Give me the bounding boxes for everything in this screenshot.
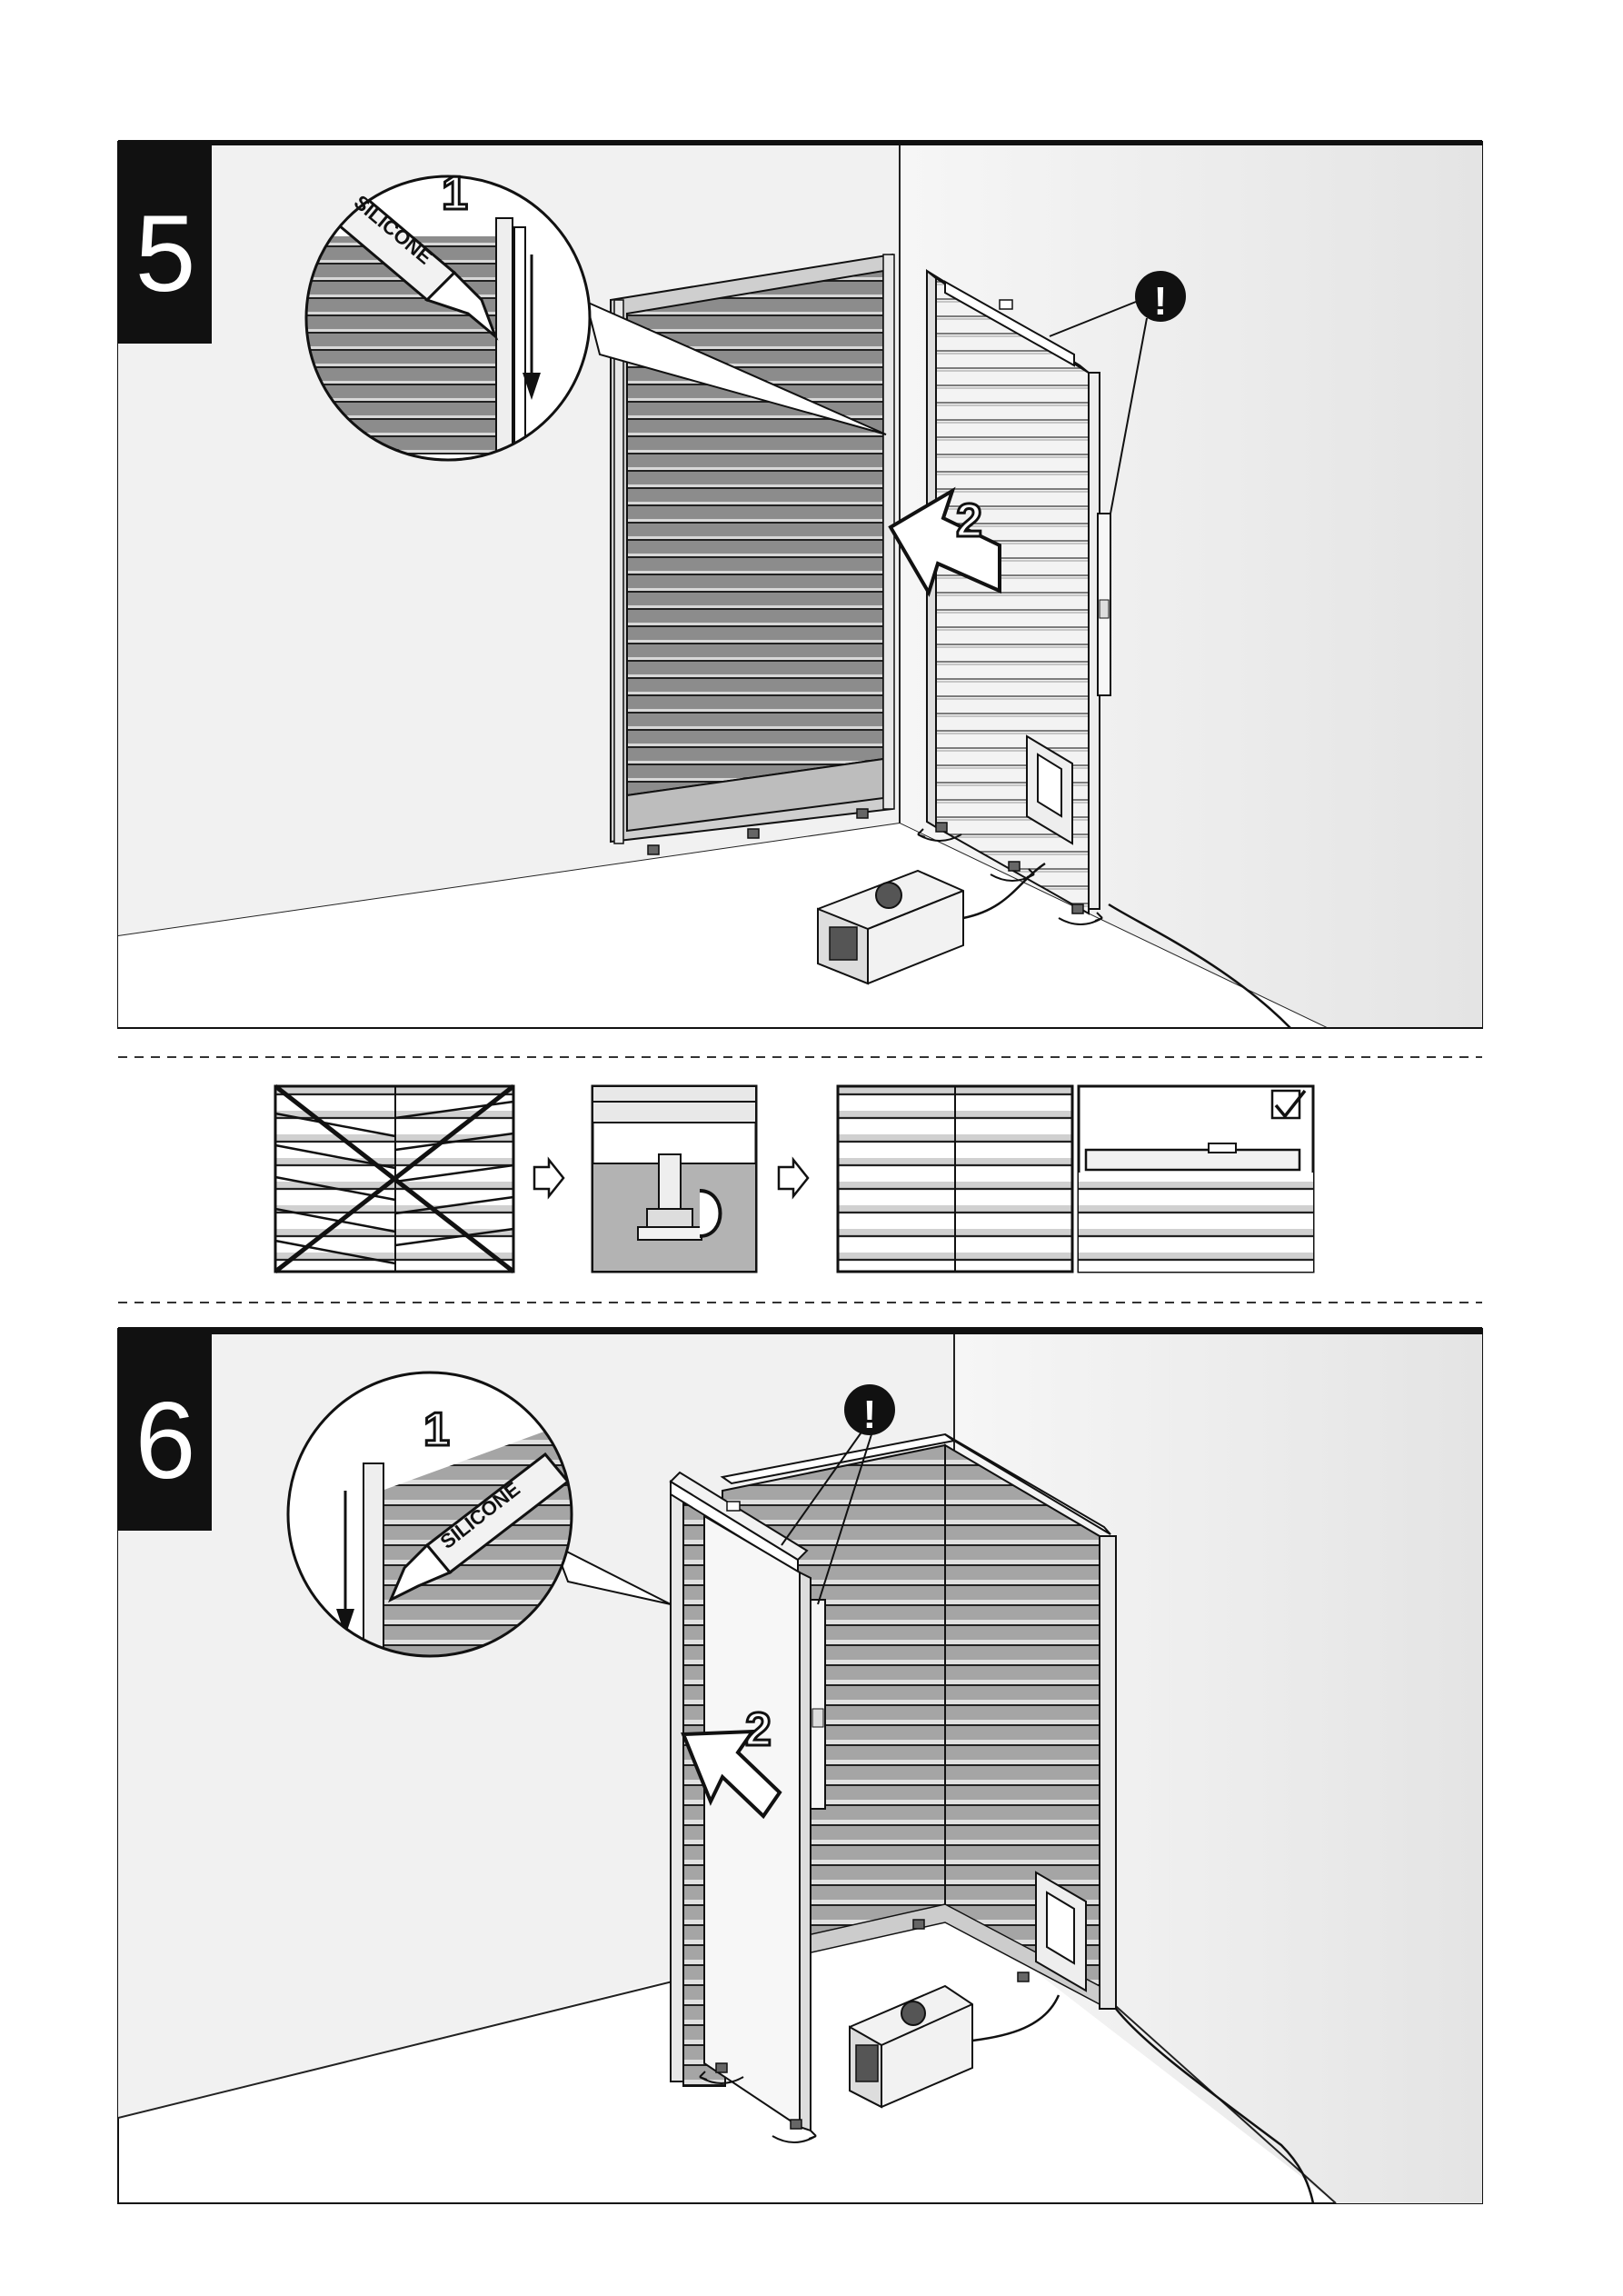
warning-icon: !	[781, 1384, 895, 1605]
slide-step-label-6: 2	[745, 1703, 772, 1756]
rotate-arrow-icon	[699, 1189, 722, 1238]
slide-step-label-5: 2	[956, 494, 982, 547]
rotate-arrow-icon	[699, 2071, 817, 2143]
installed-wall-panel-5	[610, 253, 895, 855]
step-5-panel: 2 !	[117, 140, 1483, 1029]
arrow-right-icon	[533, 1156, 565, 1200]
callout-step-label-6: 1	[423, 1403, 450, 1456]
step-number-badge-5: 5	[118, 142, 212, 344]
warning-icon: !	[1049, 271, 1186, 514]
checkbox-tick-icon	[1270, 1089, 1307, 1120]
thumb-level-check	[1077, 1084, 1315, 1273]
thumb-misaligned-slats	[274, 1084, 515, 1273]
sliding-wall-panel-5	[917, 268, 1111, 925]
dehumidifier-unit-6	[849, 1984, 1315, 2204]
thumb-adjust-foot	[591, 1084, 758, 1273]
level-check-strip	[274, 1084, 1315, 1273]
step-number-badge-6: 6	[118, 1329, 212, 1531]
thumb-aligned-slats	[836, 1084, 1074, 1273]
svg-text:!: !	[1154, 279, 1168, 324]
dehumidifier-unit-5	[817, 862, 1291, 1029]
slide-direction-arrow-5: 2	[888, 486, 1001, 597]
silicone-callout-6: SILICONE 1	[286, 1371, 672, 1658]
callout-step-label-5: 1	[442, 167, 468, 220]
spirit-level	[1084, 1148, 1301, 1172]
slide-direction-arrow-6: 2	[681, 1702, 782, 1820]
step-6-panel: 2 ! SILICONE 1	[117, 1327, 1483, 2204]
arrow-right-icon	[777, 1156, 810, 1200]
sliding-wall-panel-6	[669, 1471, 826, 2143]
step-number-6: 6	[135, 1380, 196, 1502]
svg-text:!: !	[863, 1393, 877, 1437]
step-number-5: 5	[135, 193, 196, 314]
